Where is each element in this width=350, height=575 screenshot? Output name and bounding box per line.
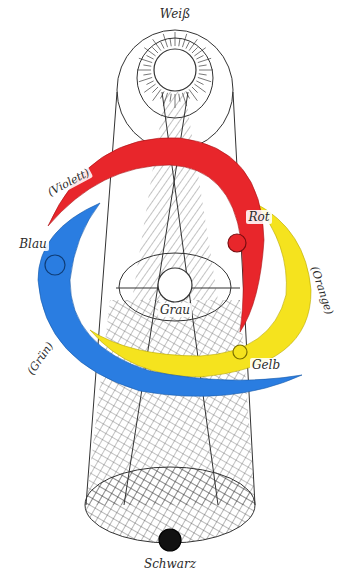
sun-ray <box>143 65 151 66</box>
sun-ray <box>146 55 153 59</box>
yellow-circle: Gelb <box>232 344 248 360</box>
sun-ray <box>192 87 198 93</box>
circle-outline <box>227 233 247 253</box>
sun-ray <box>196 55 203 59</box>
sun-ray <box>146 81 153 85</box>
circle-outline <box>157 267 193 303</box>
sun-ray <box>196 81 203 85</box>
sun-ray <box>182 34 186 47</box>
sun-ray <box>199 74 207 75</box>
red-band <box>48 138 264 332</box>
circle-shape <box>228 234 246 252</box>
sun-ray <box>198 77 211 81</box>
sun-ray <box>189 89 197 100</box>
grey-center-circle: Grau <box>157 267 193 303</box>
sun-ray <box>186 41 190 48</box>
sun-ray <box>160 41 164 48</box>
sun-ray <box>192 47 198 53</box>
yellow-band <box>90 203 311 377</box>
circle-shape <box>154 49 196 91</box>
circle-shape <box>158 268 192 302</box>
circle-outline <box>158 528 182 552</box>
sun-ray <box>163 34 167 47</box>
circle-shape <box>45 255 65 275</box>
circle-shape <box>233 345 247 359</box>
circle-label: Rot <box>246 210 271 224</box>
red-circle: Rot <box>227 233 247 253</box>
sun-ray <box>152 87 158 93</box>
sun-ray <box>199 70 213 71</box>
sun-ray <box>152 47 158 53</box>
sun-ray <box>170 38 171 46</box>
sun-ray <box>179 38 180 46</box>
sun-ray <box>199 65 207 66</box>
circle-outline <box>44 254 66 276</box>
white-circle: Weiß <box>153 48 197 92</box>
black-circle: Schwarz <box>158 528 182 552</box>
circle-label: Gelb <box>250 358 282 372</box>
green-label: (Grün) <box>23 338 57 379</box>
circle-outline <box>153 48 197 92</box>
circle-shape <box>159 529 181 551</box>
sun-ray <box>137 70 151 71</box>
center-ellipse <box>119 253 231 321</box>
circle-label: Blau <box>17 237 49 251</box>
circle-label: Schwarz <box>142 557 198 571</box>
sun-ray <box>143 74 151 75</box>
circle-outline <box>232 344 248 360</box>
circle-label: Weiß <box>158 7 192 21</box>
sun-ray <box>175 32 176 46</box>
sun-ray <box>139 77 152 81</box>
orange-label: (Orange) <box>307 262 336 317</box>
blue-circle: Blau <box>44 254 66 276</box>
sun-ray <box>144 84 155 92</box>
circle-label: Grau <box>158 303 192 317</box>
violet-label: (Violett) <box>43 165 93 200</box>
